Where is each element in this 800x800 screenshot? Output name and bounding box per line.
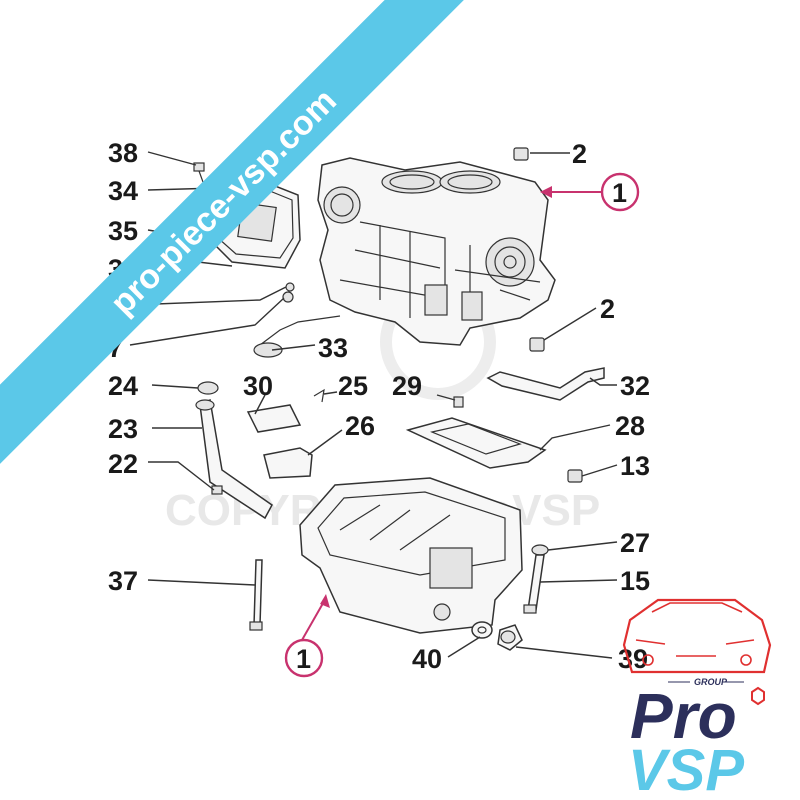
callout-26: 26 xyxy=(345,411,375,441)
part-1-highlight-lower xyxy=(284,594,330,678)
oil-pickup-tube-illustration xyxy=(253,315,341,358)
callout-24: 24 xyxy=(108,371,138,401)
callout-23: 23 xyxy=(108,414,138,444)
bolt-29-illustration xyxy=(453,396,464,408)
callout-15: 15 xyxy=(620,566,650,596)
bolt-37-illustration xyxy=(249,559,263,631)
hexagon-icon xyxy=(751,686,765,706)
car-outline-icon xyxy=(622,598,772,674)
baffle-plate-28-illustration xyxy=(405,417,547,469)
callout-1-upper: 1 xyxy=(612,178,627,208)
bolt-22-illustration xyxy=(211,485,223,495)
logo-pro-text: Pro xyxy=(630,680,737,752)
logo-vsp-text: VSP xyxy=(628,738,744,800)
dipstick-cap-illustration xyxy=(197,381,219,395)
washer-27-illustration xyxy=(531,544,549,556)
plug-13-illustration xyxy=(567,469,583,483)
dipstick-tube-illustration xyxy=(195,398,273,520)
small-seals-illustration xyxy=(282,282,295,303)
callout-2-top: 2 xyxy=(572,139,587,169)
callout-13: 13 xyxy=(620,451,650,481)
logo-group-text: GROUP xyxy=(694,677,728,687)
shield-plate-30-illustration xyxy=(246,404,302,433)
callout-29: 29 xyxy=(392,371,422,401)
callout-27: 27 xyxy=(620,528,650,558)
callout-34: 34 xyxy=(108,176,138,206)
callout-38: 38 xyxy=(108,138,138,168)
clip-25-illustration xyxy=(313,388,325,403)
washer-40-illustration xyxy=(471,621,493,639)
callout-2-lower: 2 xyxy=(600,294,615,324)
oil-pan-illustration xyxy=(299,477,523,634)
callout-30: 30 xyxy=(243,371,273,401)
dowel-pin-lower-illustration xyxy=(529,337,545,352)
cover-26-illustration xyxy=(263,447,313,479)
callout-1-lower: 1 xyxy=(296,644,311,674)
bracket-32-illustration xyxy=(486,367,605,401)
bolt-38-illustration xyxy=(193,162,205,183)
callout-33: 33 xyxy=(318,333,348,363)
dowel-pin-top-illustration xyxy=(513,147,529,161)
callout-28: 28 xyxy=(615,411,645,441)
callout-32: 32 xyxy=(620,371,650,401)
callout-40: 40 xyxy=(412,644,442,674)
engine-block-illustration xyxy=(317,157,556,346)
banner-text: pro-piece-vsp.com xyxy=(103,82,344,323)
drain-plug-39-illustration xyxy=(497,624,523,651)
provsp-logo: GROUP Pro VSP xyxy=(622,598,772,800)
callout-35: 35 xyxy=(108,216,138,246)
callout-labels: 38 34 35 31 5 7 33 2 1 2 24 30 25 29 32 … xyxy=(108,138,650,674)
banner-strip xyxy=(0,0,497,477)
callout-37: 37 xyxy=(108,566,138,596)
callout-25: 25 xyxy=(338,371,368,401)
part-1-highlight-upper xyxy=(540,172,640,212)
bolt-15-illustration xyxy=(523,554,545,614)
callout-22: 22 xyxy=(108,449,138,479)
